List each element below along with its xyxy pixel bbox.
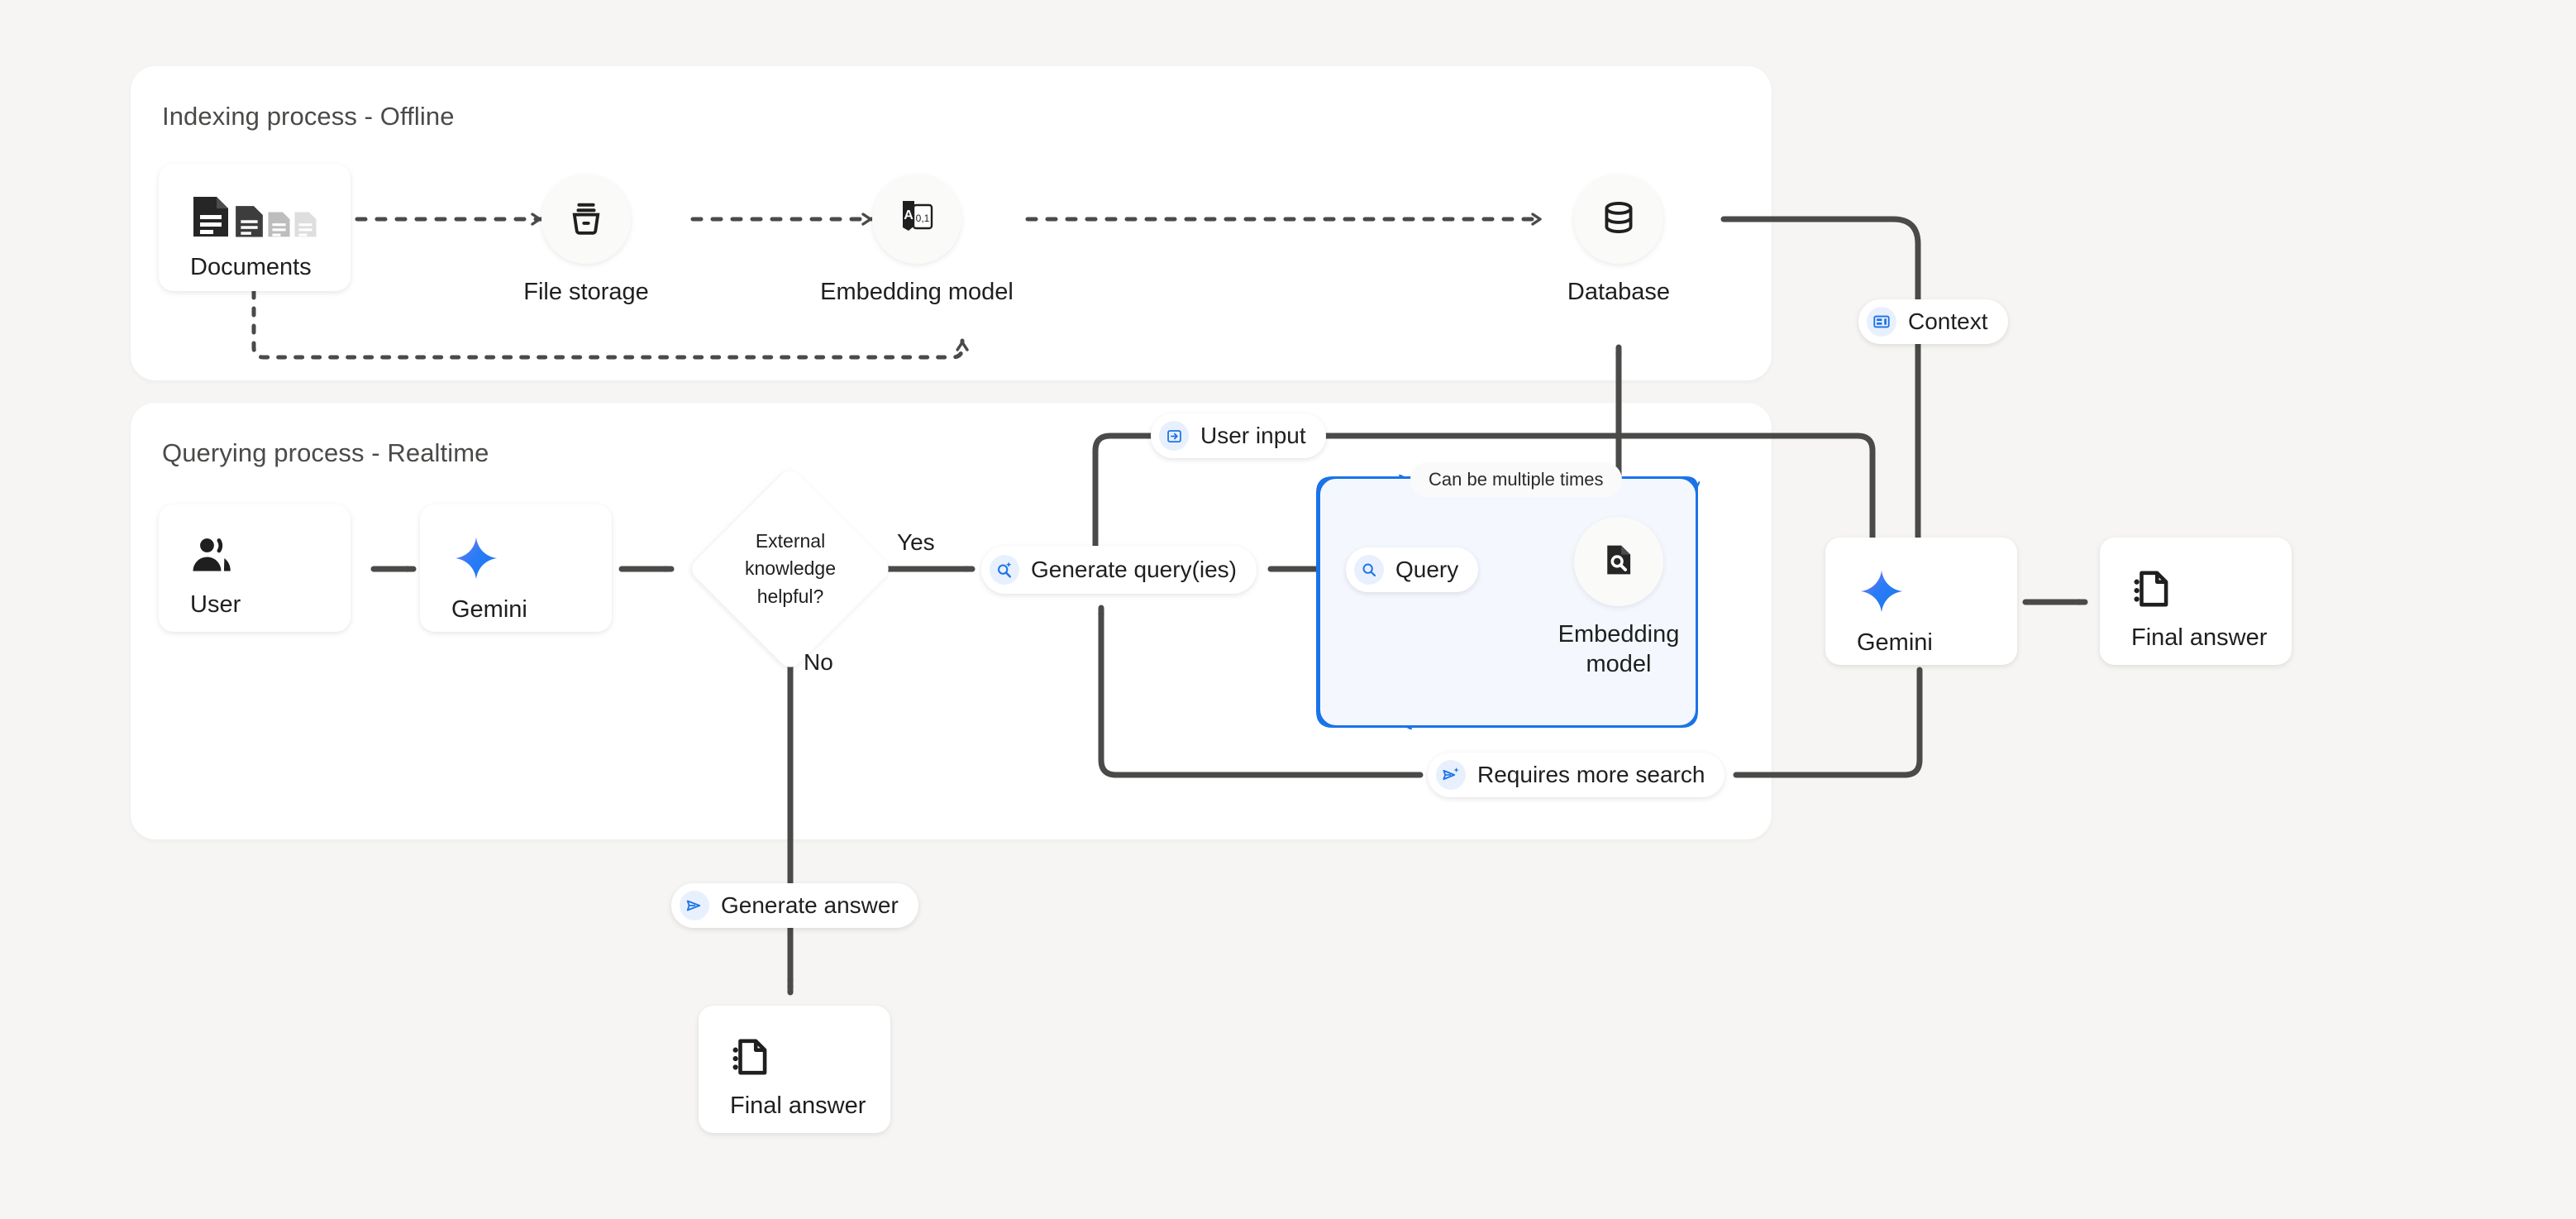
card-user[interactable]: User: [159, 504, 351, 632]
loop-note: Can be multiple times: [1410, 462, 1622, 497]
documents-icon: [190, 194, 319, 244]
edge-label-no: No: [804, 649, 833, 675]
chip-user-input[interactable]: User input: [1151, 414, 1326, 458]
query-label: Query: [1395, 557, 1459, 582]
file-storage-label: File storage: [523, 279, 649, 305]
documents-label: Documents: [190, 254, 312, 280]
send-sparkle-icon: [1436, 760, 1466, 790]
context-icon: [1867, 307, 1896, 337]
card-final-answer-bottom[interactable]: Final answer: [699, 1006, 890, 1133]
requires-more-search-label: Requires more search: [1477, 762, 1705, 787]
panel-querying-title: Querying process - Realtime: [162, 438, 489, 467]
embedding-model-query-label: Embedding model: [1558, 621, 1680, 678]
card-gemini-right[interactable]: Gemini: [1825, 538, 2017, 665]
card-final-answer-right[interactable]: Final answer: [2100, 538, 2292, 665]
user-input-label: User input: [1200, 423, 1306, 448]
send-icon: [680, 891, 709, 920]
user-icon: [190, 534, 236, 581]
document-search-icon: [1600, 542, 1637, 582]
search-icon: [1354, 555, 1384, 585]
chip-generate-answer[interactable]: Generate answer: [671, 883, 918, 928]
final-answer-right-label: Final answer: [2131, 624, 2268, 651]
edge-label-yes: Yes: [897, 529, 935, 555]
generate-queries-label: Generate query(ies): [1031, 557, 1238, 582]
panel-indexing-title: Indexing process - Offline: [162, 102, 455, 131]
final-answer-bottom-label: Final answer: [730, 1092, 866, 1119]
gemini-label: Gemini: [451, 596, 527, 623]
gemini-right-label: Gemini: [1857, 629, 1933, 656]
node-file-storage[interactable]: File storage: [523, 174, 649, 305]
database-label: Database: [1567, 279, 1671, 305]
final-answer-icon: [2131, 567, 2173, 614]
node-database[interactable]: Database: [1567, 174, 1670, 305]
card-documents[interactable]: Documents: [159, 164, 351, 291]
embedding-model-icon: 0,1 A: [895, 198, 938, 241]
gemini-sparkle-icon: [1857, 567, 1906, 619]
final-answer-icon: [730, 1035, 771, 1083]
node-embedding-model-index[interactable]: 0,1 A Embedding model: [820, 174, 1014, 305]
context-label: Context: [1908, 308, 1988, 334]
embedding-model-label: Embedding model: [820, 279, 1014, 305]
svg-text:A: A: [904, 208, 914, 222]
decision-label: External knowledge helpful?: [745, 529, 836, 607]
file-storage-icon: [567, 198, 605, 241]
chip-generate-queries[interactable]: Generate query(ies): [981, 546, 1257, 594]
search-sparkle-icon: [990, 555, 1019, 585]
database-icon: [1600, 198, 1638, 241]
generate-answer-label: Generate answer: [721, 892, 899, 918]
chip-query[interactable]: Query: [1346, 547, 1479, 592]
card-gemini-query[interactable]: Gemini: [420, 504, 612, 632]
svg-text:0,1: 0,1: [916, 213, 930, 224]
chip-requires-more-search[interactable]: Requires more search: [1428, 753, 1725, 797]
gemini-sparkle-icon: [451, 534, 501, 586]
user-label: User: [190, 591, 241, 618]
chip-context[interactable]: Context: [1858, 299, 2008, 344]
decision-external-knowledge[interactable]: External knowledge helpful?: [687, 466, 894, 672]
node-embedding-model-query[interactable]: Embedding model: [1558, 517, 1679, 677]
input-arrow-icon: [1159, 421, 1189, 451]
